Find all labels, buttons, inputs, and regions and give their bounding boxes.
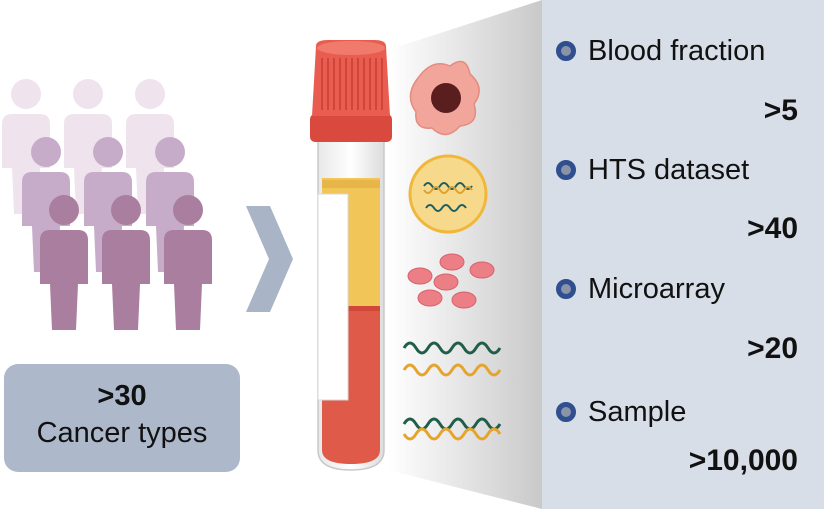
blood-tube-icon xyxy=(310,40,392,471)
nucleic-acid-icon xyxy=(402,341,502,377)
cancer-types-box: >30 Cancer types xyxy=(4,364,240,472)
stat-label: Blood fraction xyxy=(588,34,766,67)
double-helix-icon xyxy=(402,417,502,441)
people-crowd-icon xyxy=(2,79,212,330)
stat-value: >40 xyxy=(747,212,798,245)
cancer-types-count: >30 xyxy=(97,380,147,412)
bullet-icon xyxy=(556,160,576,180)
stat-value: >20 xyxy=(747,332,798,365)
stat-label: HTS dataset xyxy=(588,153,750,186)
stats-panel xyxy=(542,0,824,509)
stat-blood-fraction: Blood fraction xyxy=(556,31,824,71)
cancer-types-label: Cancer types xyxy=(36,417,208,449)
stat-value: >5 xyxy=(763,94,798,127)
platelet-icon xyxy=(407,253,495,309)
cell-icon xyxy=(409,60,480,136)
stat-microarray: Microarray xyxy=(556,269,824,309)
vesicle-icon xyxy=(408,154,488,234)
stat-sample: Sample xyxy=(556,392,824,432)
stat-label: Sample xyxy=(588,395,687,428)
bullet-icon xyxy=(556,279,576,299)
stat-label: Microarray xyxy=(588,272,725,305)
bullet-icon xyxy=(556,402,576,422)
bullet-icon xyxy=(556,41,576,61)
chevron-right-icon xyxy=(246,206,293,312)
stat-hts-dataset: HTS dataset xyxy=(556,150,824,190)
stat-value: >10,000 xyxy=(688,444,798,477)
